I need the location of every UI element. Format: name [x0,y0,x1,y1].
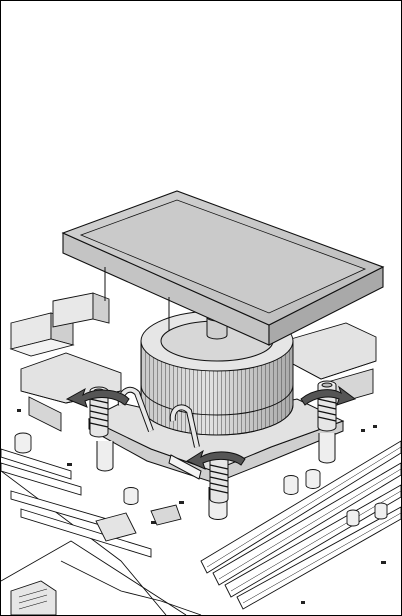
rotate-arrow-front [185,449,246,470]
rotate-arrow-icon [65,385,357,470]
chips [17,409,386,604]
io-connector [10,580,57,615]
rotate-arrow-right [300,385,357,406]
cooler-top-plate [61,190,385,346]
rotate-arrow-left [65,387,130,408]
capacitors [14,432,388,527]
screw-right [317,380,337,432]
